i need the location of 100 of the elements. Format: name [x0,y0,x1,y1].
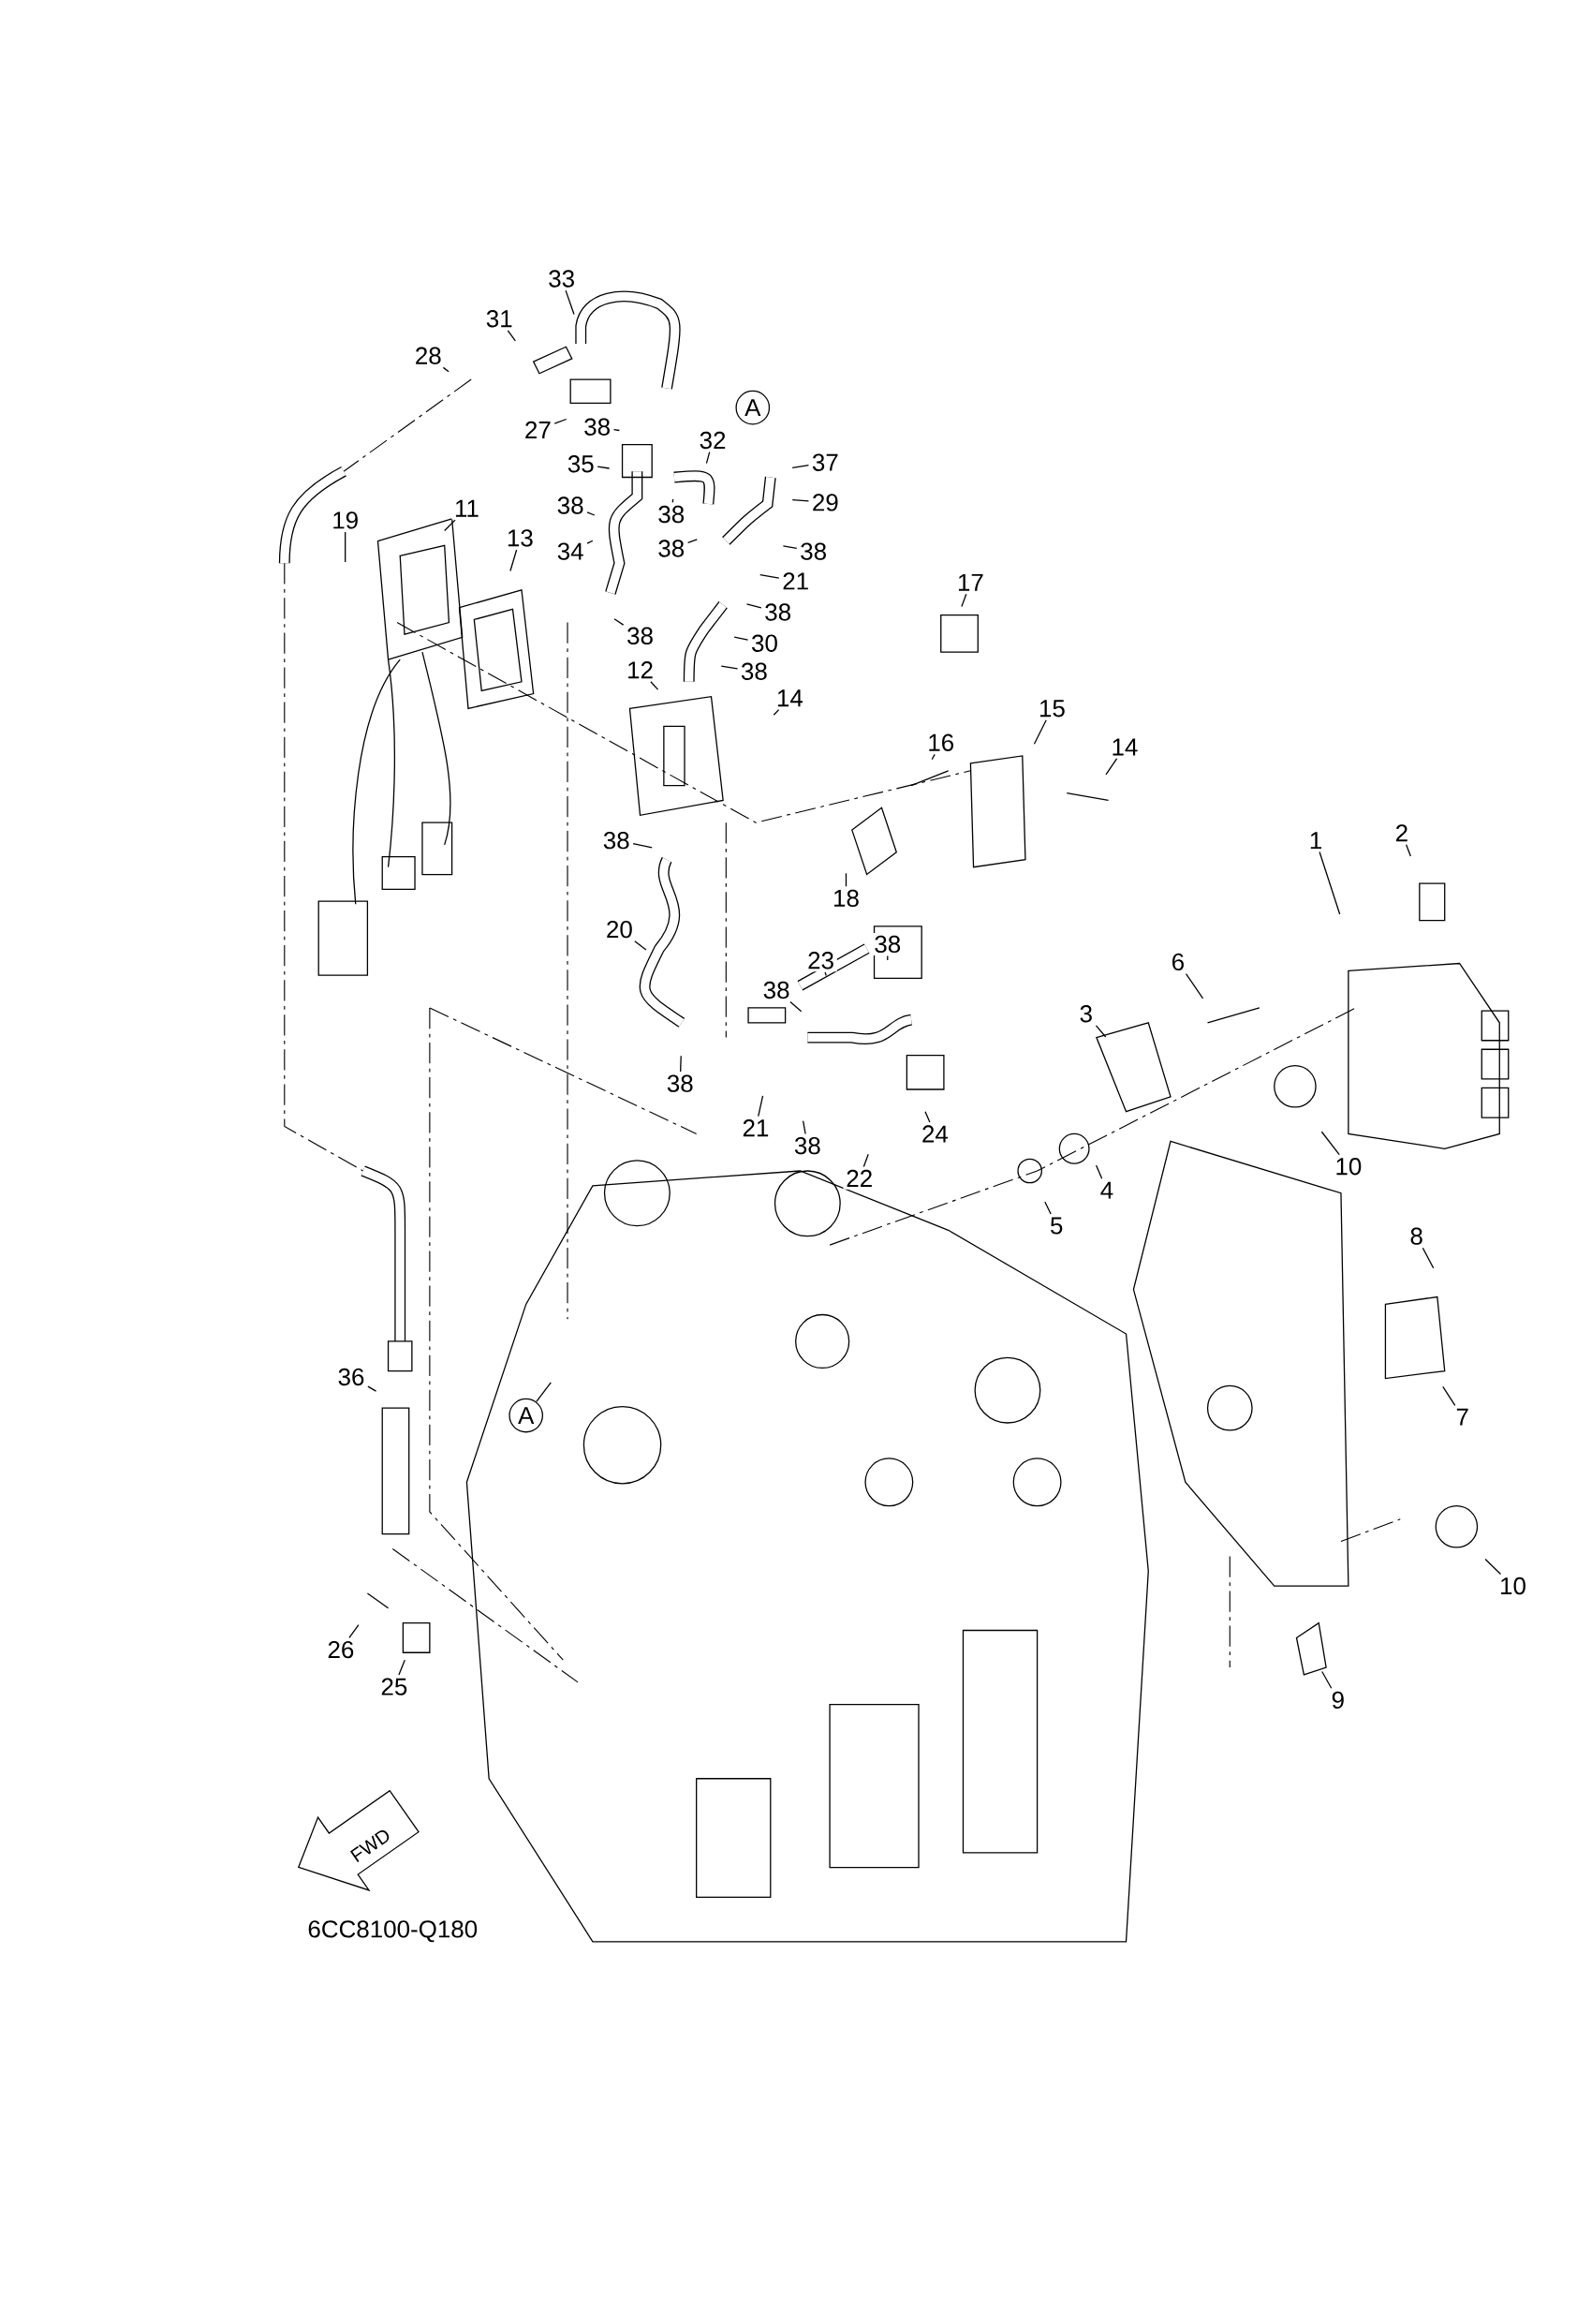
leader-line [758,1095,764,1118]
leader-line [1320,1131,1341,1156]
leader-line [613,428,621,432]
leader-line [1321,1670,1333,1689]
leader-line [680,1055,683,1073]
leader-line [791,464,810,469]
callout-number: 36 [335,1366,368,1388]
callout-number: 13 [504,526,537,550]
callout-number: 38 [791,1134,824,1158]
leader-line [1034,719,1048,745]
leader-line [706,451,711,465]
leader-line [597,466,611,469]
callout-number: 27 [522,419,554,441]
leader-line [1044,1201,1053,1215]
callout-number: 32 [697,429,730,451]
callout-number: 2 [1393,822,1412,845]
leader-line [733,636,749,641]
leader-line [1096,1164,1103,1179]
callout-number: 35 [565,452,597,476]
callout-number: 34 [554,540,587,563]
callout-number: 21 [779,570,813,593]
leader-line [1422,1247,1435,1269]
leader-line [803,1119,806,1135]
callout-number: 3 [1077,1002,1097,1026]
leader-line [862,1153,870,1168]
callout-number: 38 [761,600,795,624]
leader-line [348,1623,360,1639]
leader-line [398,1659,406,1676]
leader-line [782,545,798,550]
leader-line [443,366,450,373]
callout-number: 11 [451,497,482,520]
callout-number: 14 [1108,735,1142,759]
callout-number: 18 [830,886,862,910]
callout-number: 38 [624,624,656,647]
leader-line [931,753,936,761]
callout-number: 23 [804,949,838,972]
callout-number: 14 [774,687,806,709]
callout-number: 38 [655,537,688,560]
leader-line [846,872,847,887]
callout-number: 10 [1496,1575,1529,1597]
callout-number: 26 [324,1638,358,1662]
callout-number: 16 [924,731,958,754]
callout-number: 20 [603,918,636,941]
leader-line [671,498,674,504]
callout-number: 24 [919,1122,951,1146]
leader-line [507,330,517,342]
callout-number: 38 [664,1072,697,1095]
leader-line [687,539,699,543]
callout-number: 38 [738,659,771,683]
leader-line [1186,972,1204,999]
leader-line [444,519,456,532]
callout-number: 38 [655,503,688,526]
leader-line [586,511,596,516]
callout-number: 38 [581,415,614,438]
leader-line [720,665,739,670]
callout-number: 5 [1047,1214,1067,1237]
callout-number: 38 [760,979,793,1001]
callout-number: 21 [740,1117,773,1139]
callout-number: 12 [624,659,656,682]
callout-number: 7 [1452,1405,1472,1428]
leader-line [536,1382,553,1403]
callout-number: 37 [809,451,842,474]
callout-number: 38 [871,932,905,955]
callout-number: 29 [809,491,842,514]
callout-number: 1 [1306,829,1326,851]
callout-number: 38 [600,829,633,852]
callout-number: 31 [483,307,516,331]
leader-line [791,498,810,502]
part-code: 6CC8100-Q180 [308,1920,478,1943]
callout-number: 30 [748,631,781,655]
callout-number: 25 [377,1675,411,1698]
callout-number: 8 [1407,1224,1426,1248]
leader-line [553,418,567,424]
leader-line [345,531,346,563]
leader-line [759,573,780,579]
callout-number: 38 [797,540,831,563]
leader-line [789,1000,803,1013]
leader-line [746,603,762,609]
leader-line [887,955,889,961]
callout-number: 22 [843,1167,877,1190]
leader-line [1096,1025,1107,1038]
callout-number: 28 [412,344,445,367]
leader-line [565,289,575,316]
callout-number: 15 [1036,697,1069,720]
leader-line [1105,758,1118,776]
callout-number: 17 [954,571,987,594]
leader-line [650,681,659,690]
callout-number: 19 [329,509,362,532]
leader-line [924,1111,931,1123]
callout-number: 38 [554,494,587,517]
callout-number: 10 [1332,1155,1365,1178]
leader-line [634,940,647,951]
leader-line [1406,844,1412,857]
leader-line [961,593,967,608]
leader-line [773,708,780,716]
leader-line [367,1385,377,1392]
leader-line [1484,1558,1502,1576]
leader-line [824,971,828,977]
leader-line [1442,1385,1456,1406]
leader-line [613,618,625,626]
